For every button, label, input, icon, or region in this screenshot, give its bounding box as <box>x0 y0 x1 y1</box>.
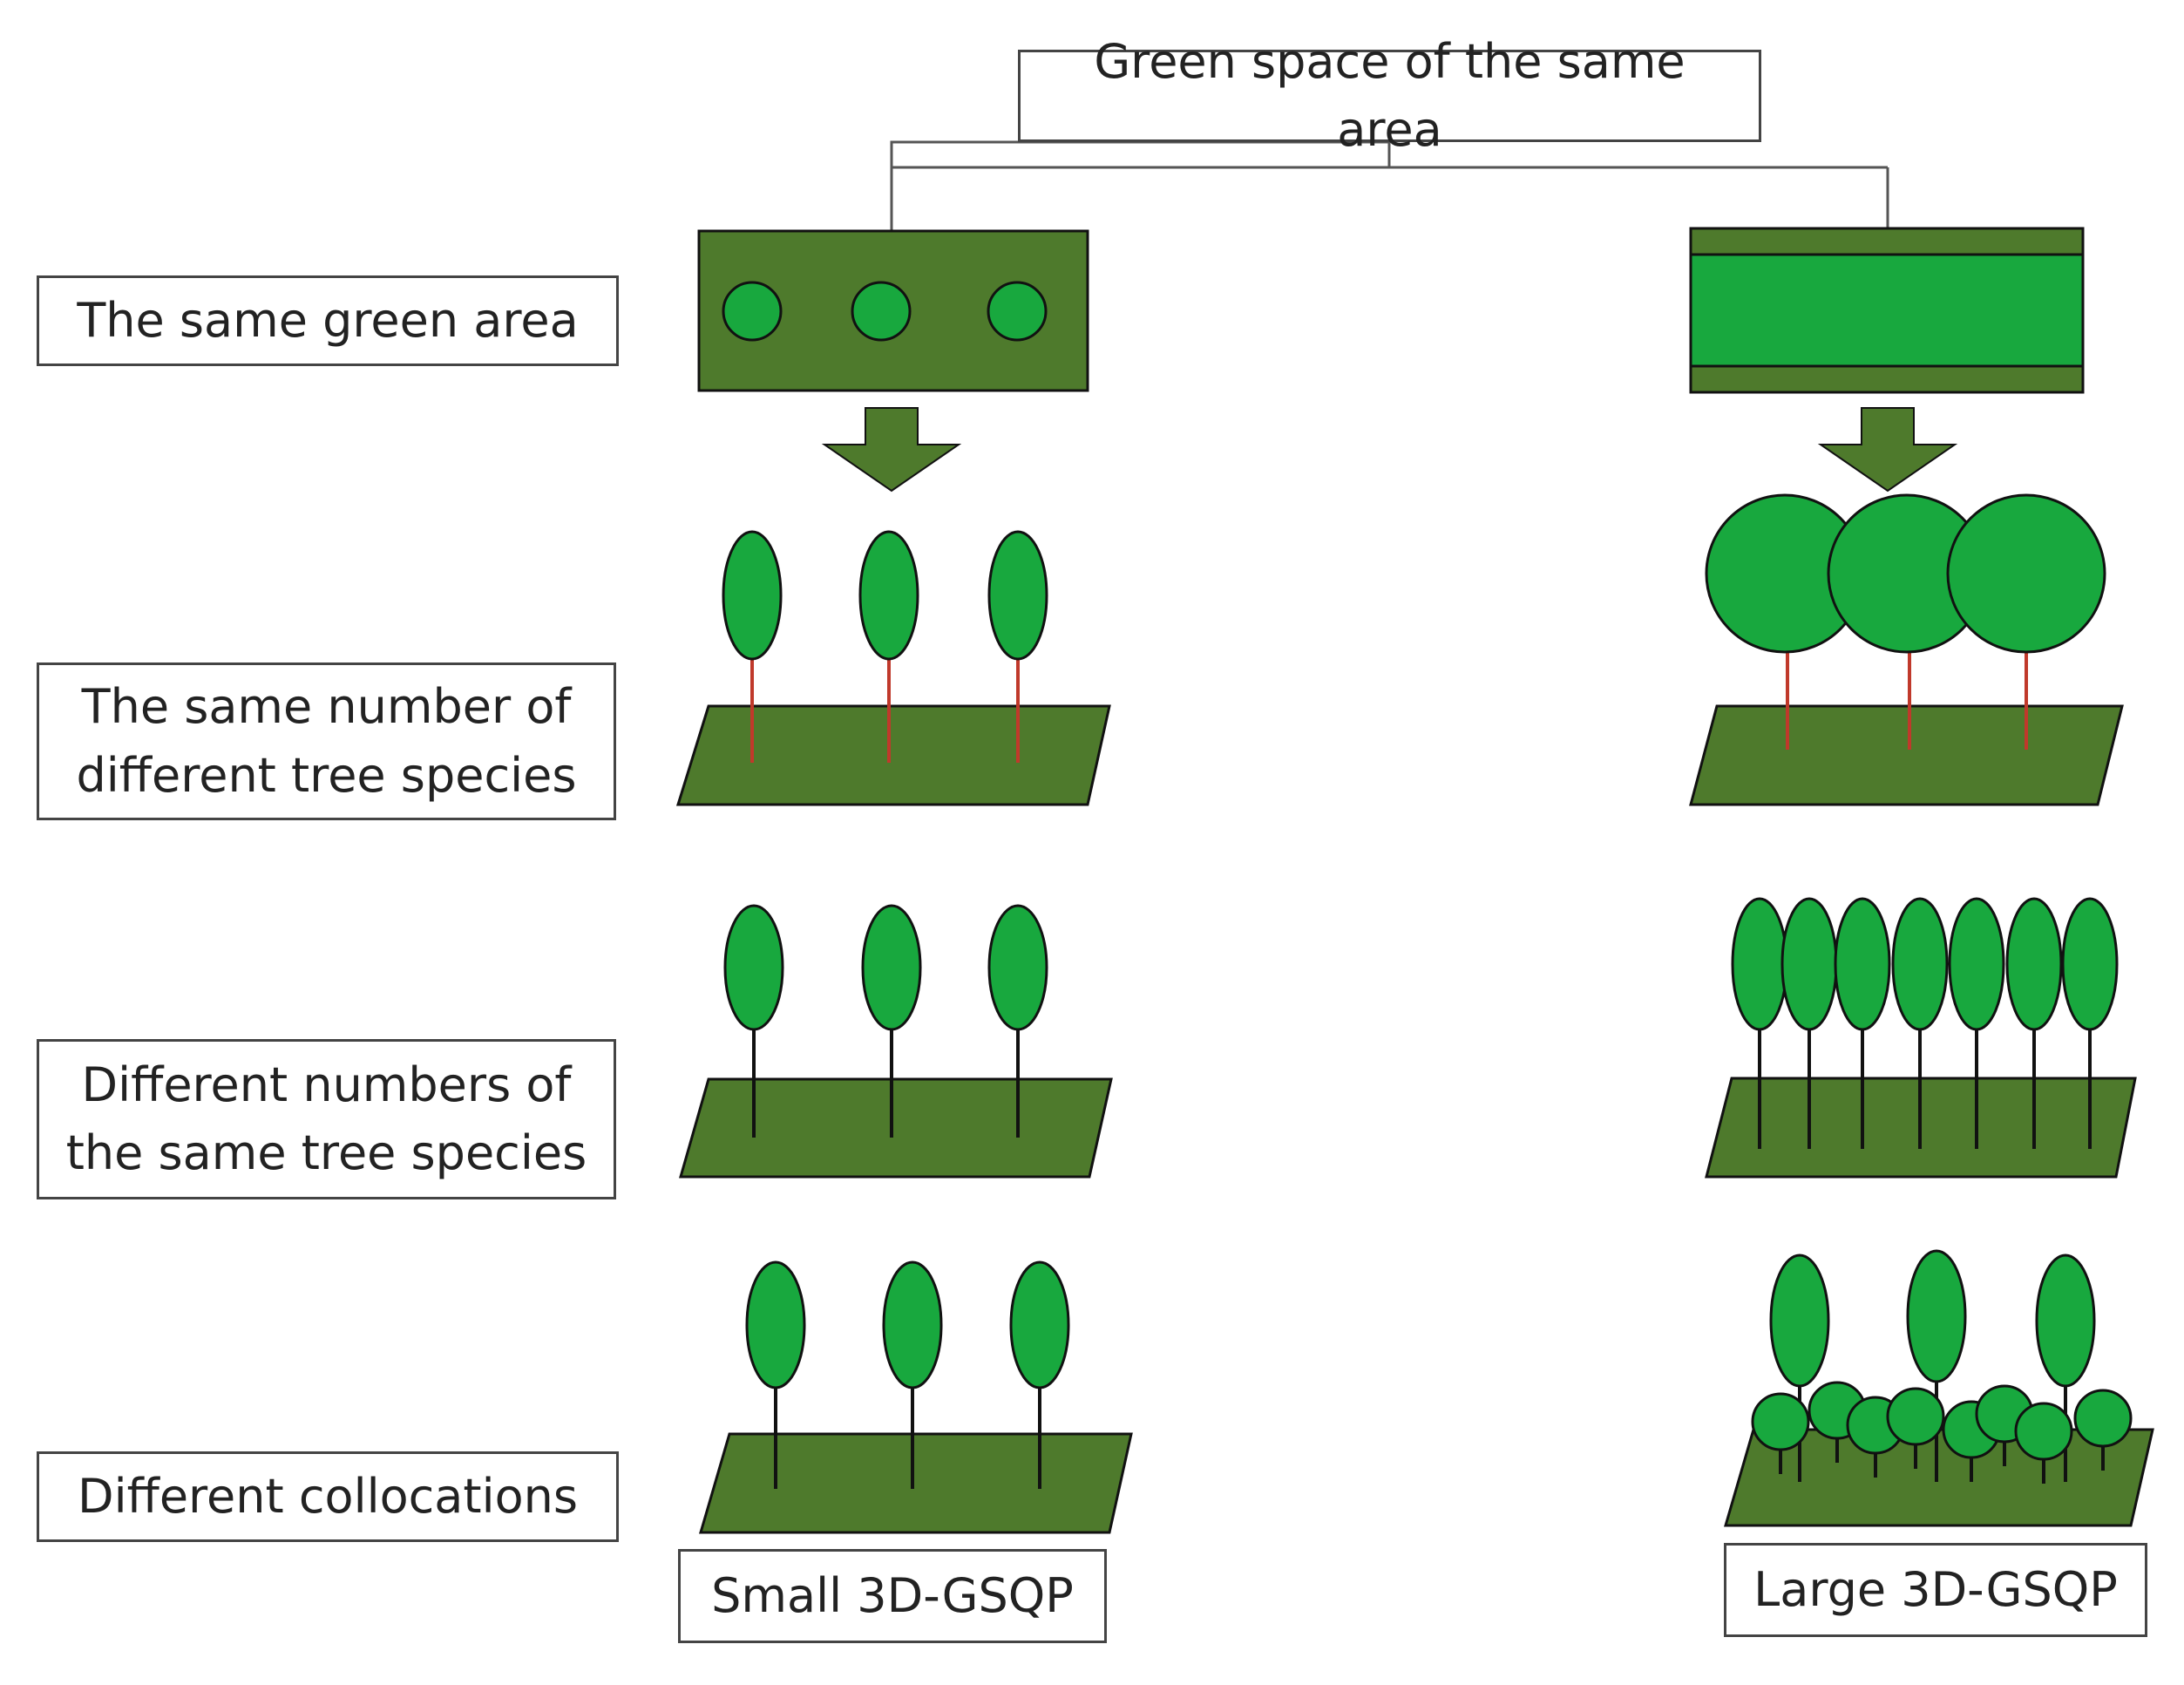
tree-row4-left-1-canopy <box>745 1260 806 1389</box>
tree-row4-tall-1-canopy <box>1769 1254 1830 1388</box>
tree-row4-left-3-canopy <box>1009 1260 1070 1389</box>
tree-row3-right-2-canopy <box>1780 897 1838 1031</box>
row-label-different-collocations: Different collocations <box>37 1451 619 1542</box>
tree-row4-left-2-canopy <box>882 1260 943 1389</box>
tree-row3-right-1-canopy <box>1731 897 1788 1031</box>
tree-row2-left-2-canopy <box>858 530 919 661</box>
shrub-row4-4-canopy <box>1886 1387 1945 1446</box>
tree-row3-right-3-canopy <box>1834 897 1891 1031</box>
row-label-same-number-different-species: The same number of different tree specie… <box>37 662 616 820</box>
row-label-same-green-area: The same green area <box>37 275 619 366</box>
ground-row2-left <box>675 704 1111 806</box>
tree-row3-left-1-canopy <box>723 904 784 1031</box>
tree-row3-left-2-canopy <box>861 904 922 1031</box>
caption-small-3d-gsqp: Small 3D-GSQP <box>678 1549 1107 1643</box>
tree-row3-right-4-canopy <box>1891 897 1949 1031</box>
arrow-down-right <box>1817 407 1958 493</box>
shrub-row4-7-canopy <box>2014 1402 2073 1461</box>
ground-row2-right <box>1689 704 2124 806</box>
tree-row4-tall-2-canopy <box>1906 1249 1967 1383</box>
tree-row3-right-7-canopy <box>2061 897 2119 1031</box>
shrub-row4-8-canopy <box>2073 1389 2133 1448</box>
ground-row3-left <box>679 1077 1113 1179</box>
tree-row2-left-3-canopy <box>987 530 1048 661</box>
plan-canopy-band <box>1689 253 2085 368</box>
plan-tree-circle-1 <box>722 281 783 342</box>
tree-row3-right-6-canopy <box>2005 897 2063 1031</box>
tree-row2-right-3-canopy <box>1946 493 2106 654</box>
tree-row4-tall-3-canopy <box>2035 1254 2096 1388</box>
root-label: Green space of the same area <box>1018 34 1761 157</box>
tree-row2-left-1-canopy <box>722 530 783 661</box>
arrow-down-left <box>821 407 962 493</box>
plan-tree-circle-3 <box>987 281 1048 342</box>
caption-large-3d-gsqp: Large 3D-GSQP <box>1724 1543 2147 1637</box>
ground-row4-left <box>698 1432 1133 1534</box>
row-label-different-numbers-same-species: Different numbers of the same tree speci… <box>37 1039 616 1199</box>
tree-row3-right-5-canopy <box>1948 897 2005 1031</box>
plan-tree-circle-2 <box>851 281 912 342</box>
tree-row3-left-3-canopy <box>987 904 1048 1031</box>
shrub-row4-1-canopy <box>1751 1392 1810 1451</box>
